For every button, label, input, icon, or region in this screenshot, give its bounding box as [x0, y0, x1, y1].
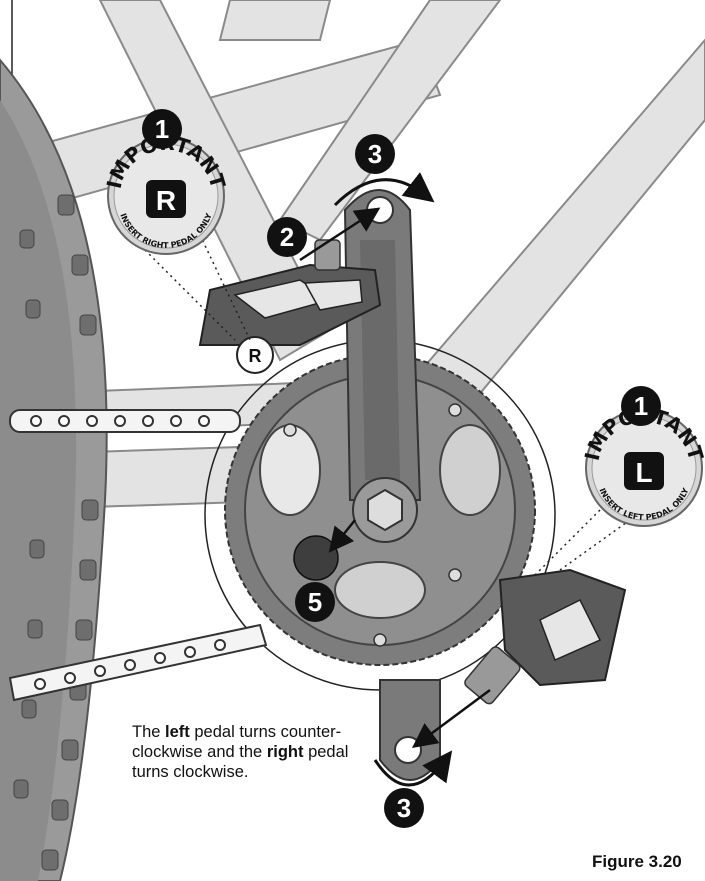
sticker-right: IMPORTANT R INSERT RIGHT PEDAL ONLY: [102, 131, 230, 255]
svg-text:3: 3: [368, 139, 382, 169]
leader-lines: [144, 234, 631, 576]
sticker-right-letter: R: [156, 185, 176, 216]
crank-spindle: [352, 477, 418, 543]
crank-arm-left: [379, 679, 441, 781]
caption-text: The: [132, 723, 166, 741]
step-callout-1-left: 1: [621, 386, 661, 426]
step-callout-1-right: 1: [142, 109, 182, 149]
caption-text: pedal turns counter-clockwise and the: [132, 723, 342, 761]
step-callout-2: 2: [267, 217, 307, 257]
crank-arm-right: [343, 189, 422, 501]
step-callout-3-bottom: 3: [384, 788, 424, 828]
figure-label: Figure 3.20: [592, 852, 682, 871]
instruction-caption: The left pedal turns counter-clockwise a…: [132, 722, 362, 782]
svg-text:2: 2: [280, 222, 294, 252]
svg-text:1: 1: [155, 114, 169, 144]
rotation-arrows: [333, 172, 453, 787]
right-pedal: [198, 239, 382, 346]
left-pedal: [464, 568, 627, 705]
sticker-left: IMPORTANT L INSERT LEFT PEDAL ONLY: [580, 403, 705, 527]
step-callout-3-top: 3: [355, 134, 395, 174]
caption-right-word: right: [266, 743, 304, 761]
pedal-r-letter: R: [249, 346, 262, 366]
caption-text: pedal turns clockwise.: [132, 743, 349, 781]
insert-arrows: [299, 207, 491, 748]
step-callout-5: 5: [295, 582, 335, 622]
chain: [8, 409, 268, 702]
pedal-r-marker: R: [236, 336, 274, 374]
svg-text:5: 5: [308, 587, 322, 617]
svg-text:3: 3: [397, 793, 411, 823]
svg-text:1: 1: [634, 391, 648, 421]
sticker-left-letter: L: [635, 457, 652, 488]
grease-ball: [293, 535, 339, 581]
caption-left-word: left: [165, 723, 190, 741]
